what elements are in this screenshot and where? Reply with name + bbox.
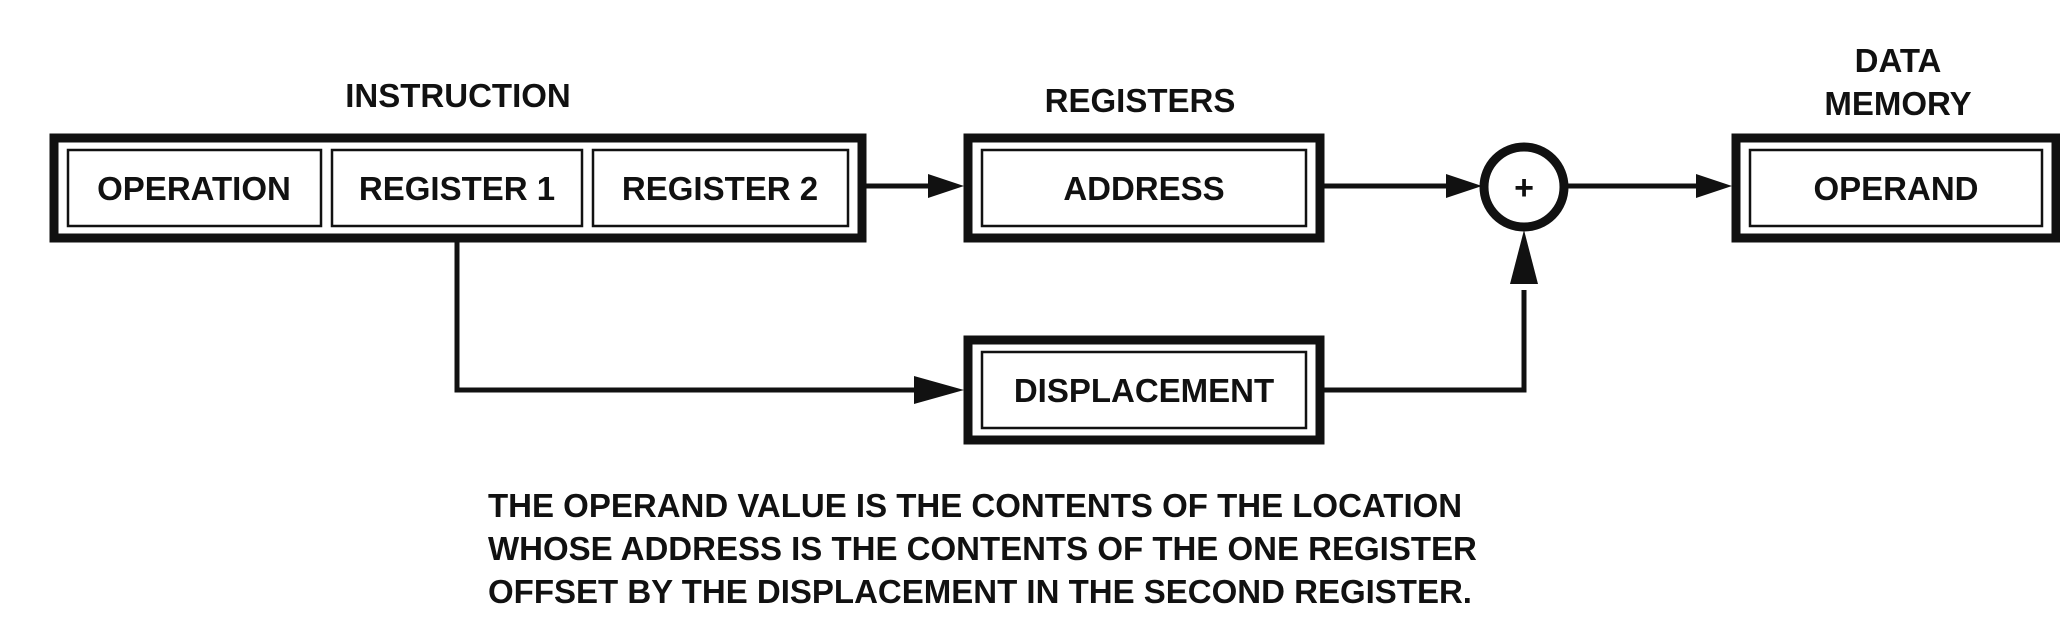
instruction-box: OPERATION REGISTER 1 REGISTER 2 [49,133,867,243]
adder-node: + [1479,142,1569,232]
operand-label: OPERAND [1813,170,1978,207]
caption-line-2: WHOSE ADDRESS IS THE CONTENTS OF THE ONE… [488,530,1477,567]
operand-box: OPERAND [1731,133,2060,243]
instruction-field-register-1: REGISTER 1 [359,170,555,207]
data-memory-title-line2: MEMORY [1824,85,1971,122]
instruction-title: INSTRUCTION [345,77,571,114]
caption: THE OPERAND VALUE IS THE CONTENTS OF THE… [488,487,1477,610]
arrow-register1-to-displacement [454,238,964,404]
displacement-register-box: DISPLACEMENT [963,335,1325,445]
arrow-displacement-to-adder [1320,230,1538,393]
adder-symbol: + [1514,169,1534,207]
arrow-register2-to-address [862,174,964,198]
displacement-register-label: DISPLACEMENT [1014,372,1274,409]
instruction-field-operation: OPERATION [97,170,291,207]
address-register-label: ADDRESS [1063,170,1224,207]
arrow-address-to-adder [1320,174,1482,198]
arrow-adder-to-operand [1566,174,1732,198]
caption-line-1: THE OPERAND VALUE IS THE CONTENTS OF THE… [488,487,1462,524]
registers-title: REGISTERS [1045,82,1236,119]
caption-line-3: OFFSET BY THE DISPLACEMENT IN THE SECOND… [488,573,1472,610]
address-register-box: ADDRESS [963,133,1325,243]
instruction-field-register-2: REGISTER 2 [622,170,818,207]
data-memory-title-line1: DATA [1855,42,1942,79]
